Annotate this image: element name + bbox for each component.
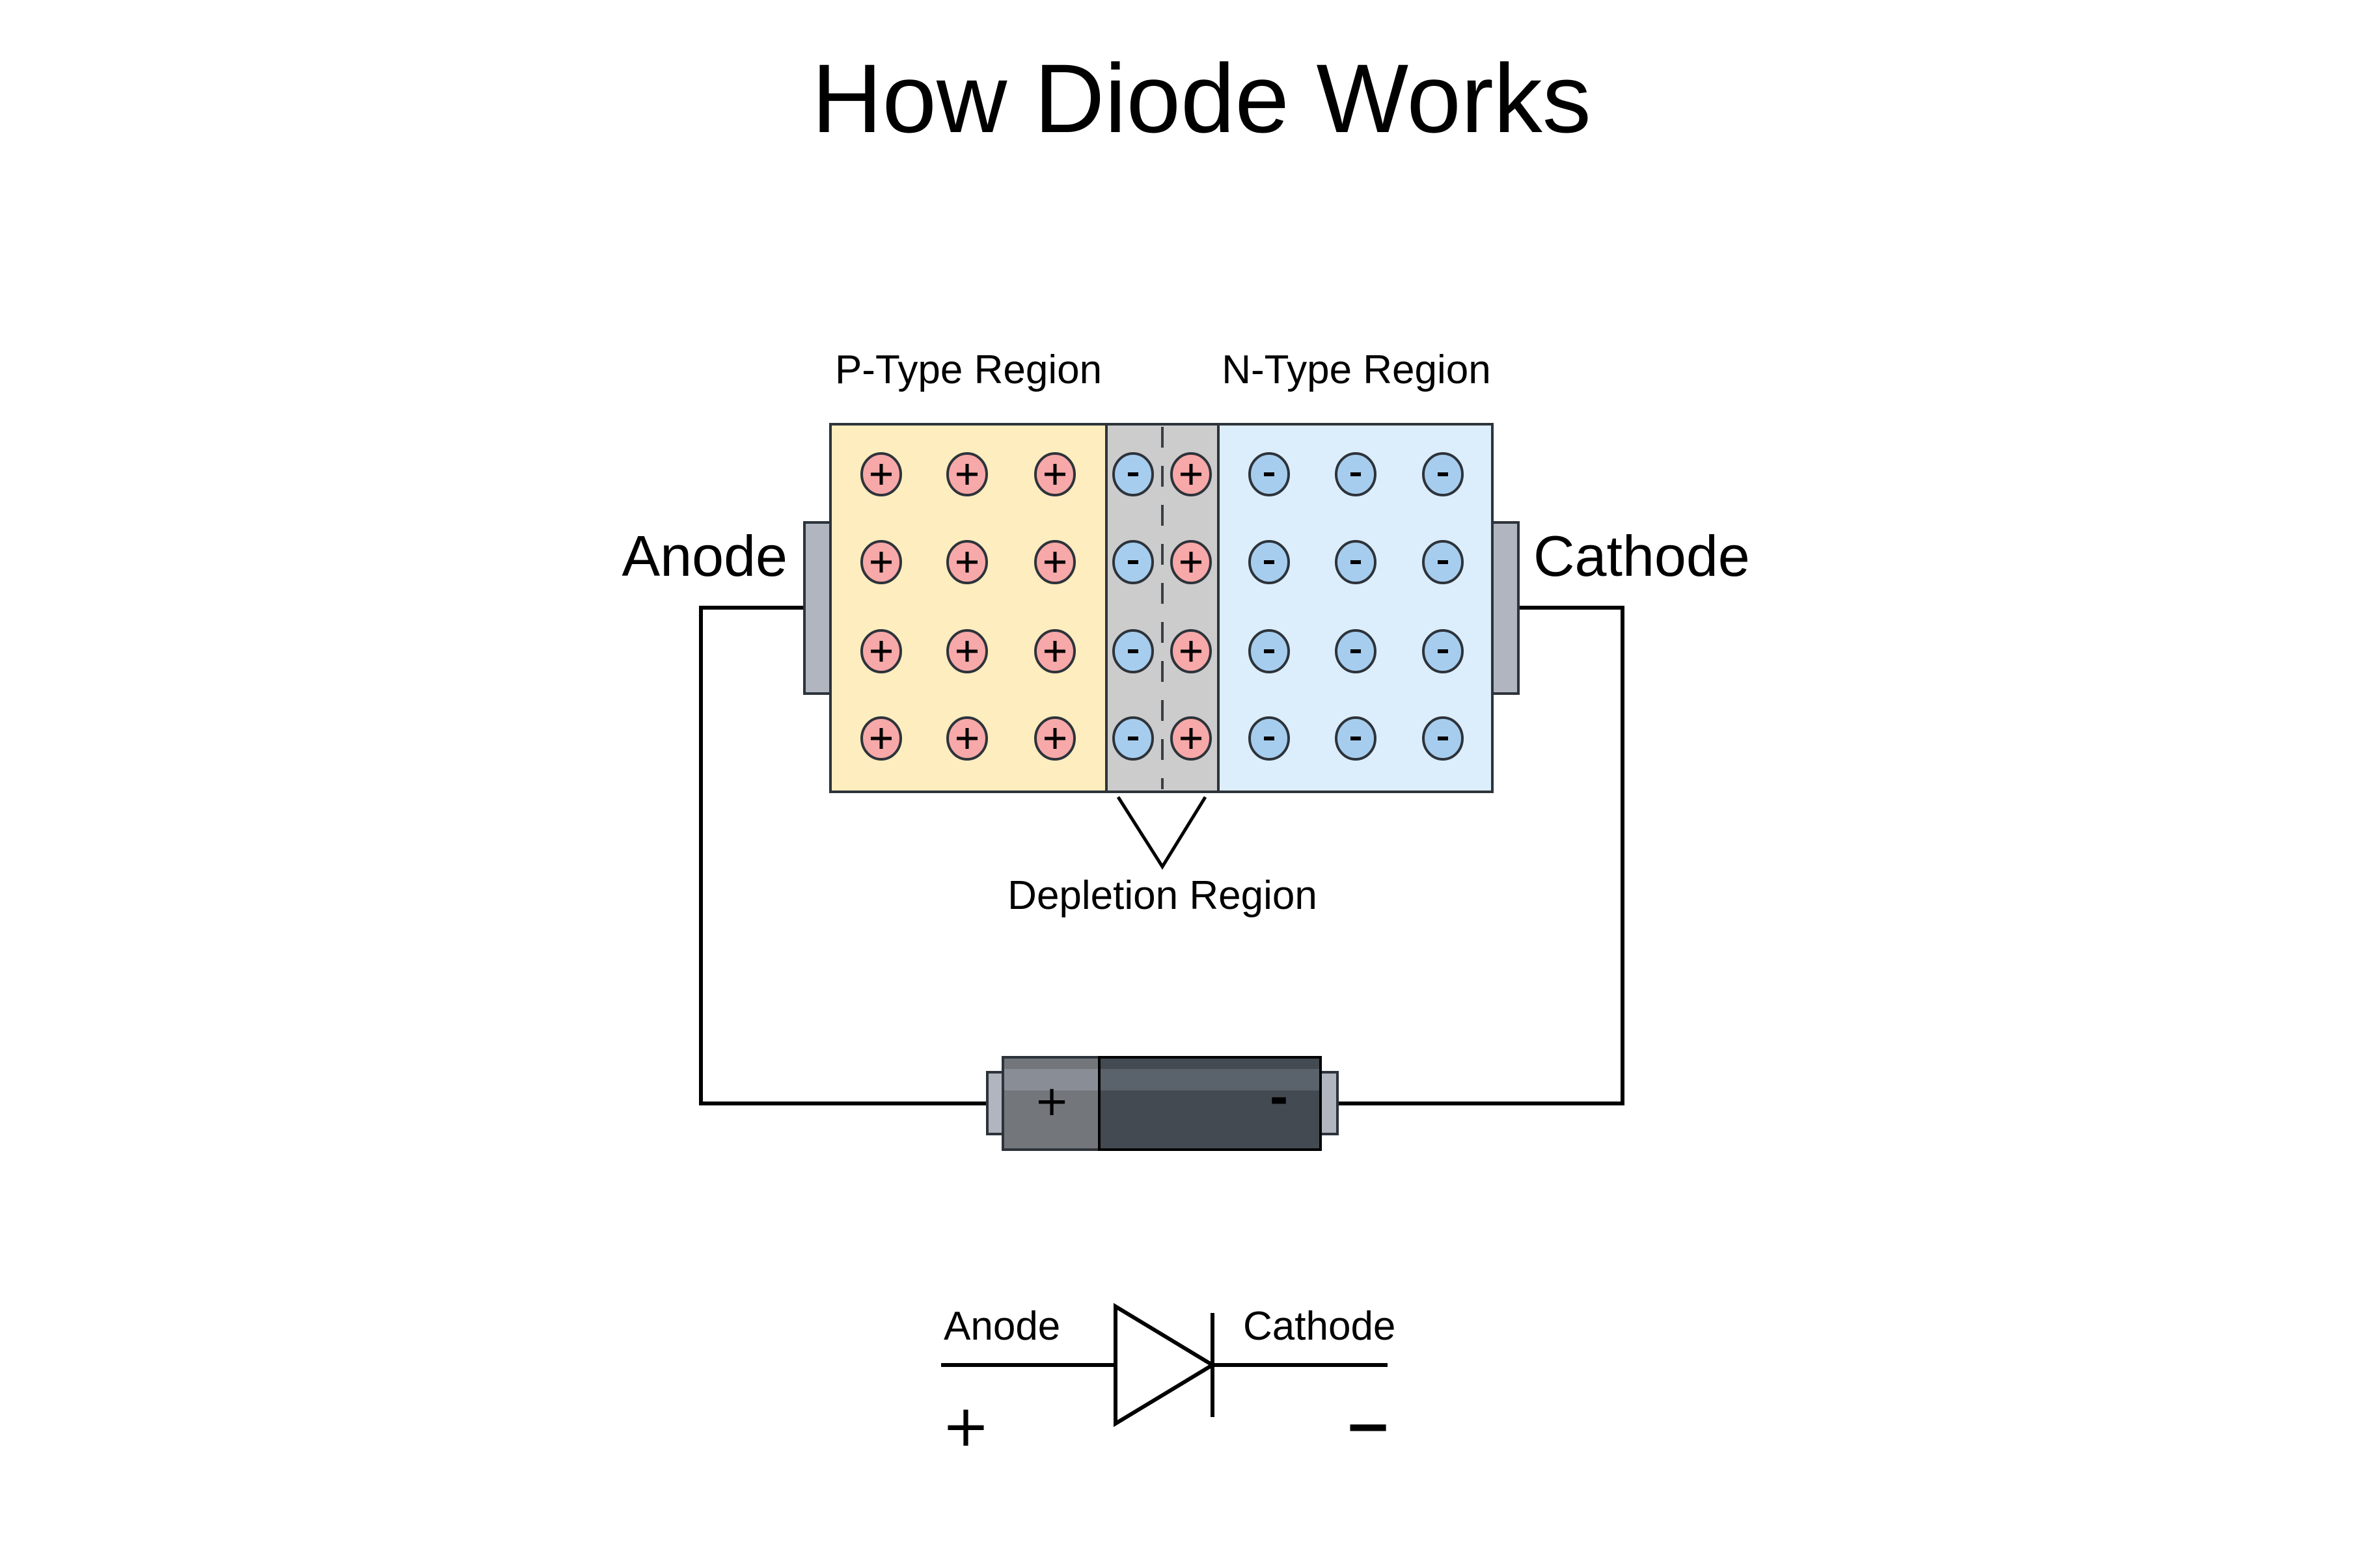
n-type-ion (1335, 629, 1376, 673)
depletion-ion (1170, 716, 1212, 761)
diode-body (829, 423, 1494, 793)
depletion-pointer (1116, 796, 1207, 870)
anode-label: Anode (622, 524, 787, 588)
cathode-label: Cathode (1533, 524, 1750, 588)
n-type-ion (1422, 540, 1464, 584)
n-type-ion (1422, 629, 1464, 673)
ions-layer (860, 452, 1464, 761)
symbol-anode-label: Anode (944, 1304, 1060, 1349)
n-type-ion (1248, 452, 1290, 496)
depletion-ion (1112, 629, 1154, 673)
cathode-terminal (1491, 521, 1520, 695)
diode-symbol (941, 1303, 1388, 1427)
n-type-ion (1335, 540, 1376, 584)
p-type-ion (860, 540, 902, 584)
p-type-ion (1034, 452, 1076, 496)
symbol-minus-sign: − (1344, 1392, 1392, 1459)
battery: + - (986, 1056, 1339, 1151)
symbol-cathode-label: Cathode (1243, 1304, 1395, 1349)
depletion-ion (1112, 452, 1154, 496)
cathode-wire (1337, 606, 1624, 1105)
p-type-ion (946, 629, 988, 673)
battery-positive-terminal (986, 1071, 1004, 1135)
anode-wire (699, 606, 987, 1105)
p-type-ion (1034, 629, 1076, 673)
n-type-ion (1335, 716, 1376, 761)
n-type-ion (1248, 716, 1290, 761)
depletion-ion (1112, 540, 1154, 584)
p-type-ion (860, 716, 902, 761)
n-type-ion (1248, 540, 1290, 584)
depletion-ion (1170, 452, 1212, 496)
n-type-region-label: N-Type Region (1222, 347, 1491, 392)
anode-terminal (803, 521, 832, 695)
depletion-ion (1112, 716, 1154, 761)
battery-negative-highlight (1101, 1069, 1319, 1090)
battery-plus-sign: + (1034, 1077, 1069, 1126)
depletion-region-label: Depletion Region (1007, 873, 1317, 918)
n-type-ion (1422, 452, 1464, 496)
n-type-ion (1248, 629, 1290, 673)
p-type-ion (860, 629, 902, 673)
depletion-ion (1170, 629, 1212, 673)
p-type-ion (1034, 716, 1076, 761)
p-type-ion (946, 452, 988, 496)
p-type-ion (946, 540, 988, 584)
p-type-ion (1034, 540, 1076, 584)
depletion-ion (1170, 540, 1212, 584)
page-title: How Diode Works (812, 44, 1591, 153)
p-type-ion (946, 716, 988, 761)
battery-positive-highlight (1004, 1069, 1099, 1090)
n-type-ion (1335, 452, 1376, 496)
symbol-triangle (1114, 1303, 1216, 1427)
symbol-plus-sign: + (942, 1392, 990, 1459)
p-type-ion (860, 452, 902, 496)
battery-minus-sign: - (1269, 1072, 1288, 1125)
n-type-ion (1422, 716, 1464, 761)
circuit-wire (699, 606, 1624, 1105)
p-type-region-label: P-Type Region (835, 347, 1102, 392)
battery-negative-terminal (1319, 1071, 1339, 1135)
